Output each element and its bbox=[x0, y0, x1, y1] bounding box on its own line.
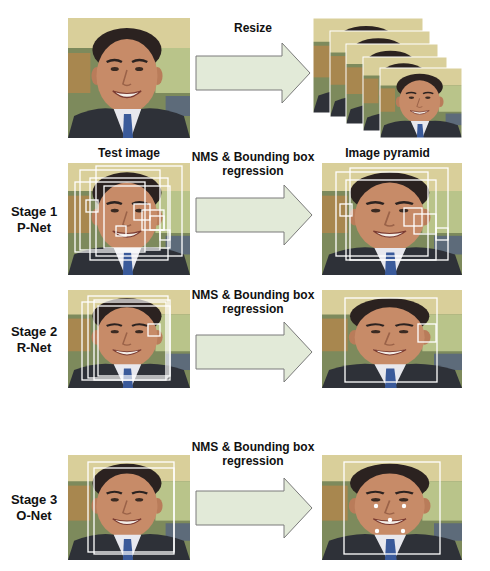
stage-label: Stage 1 P-Net bbox=[6, 204, 62, 236]
arrow-label: Resize bbox=[234, 21, 272, 35]
block-arrow bbox=[196, 43, 310, 103]
step-label: NMS & Bounding box regression bbox=[188, 288, 318, 316]
stage-label: Stage 2 R-Net bbox=[6, 324, 62, 356]
step-label: NMS & Bounding box regression bbox=[188, 440, 318, 468]
image-panel: Image pyramid bbox=[313, 18, 462, 160]
step-label: NMS & Bounding box regression bbox=[188, 150, 318, 178]
stage-label: Stage 3 O-Net bbox=[6, 492, 62, 524]
image-caption: Test image bbox=[68, 146, 190, 160]
image-panel: Test image bbox=[68, 18, 190, 160]
image-caption: Image pyramid bbox=[313, 146, 462, 160]
